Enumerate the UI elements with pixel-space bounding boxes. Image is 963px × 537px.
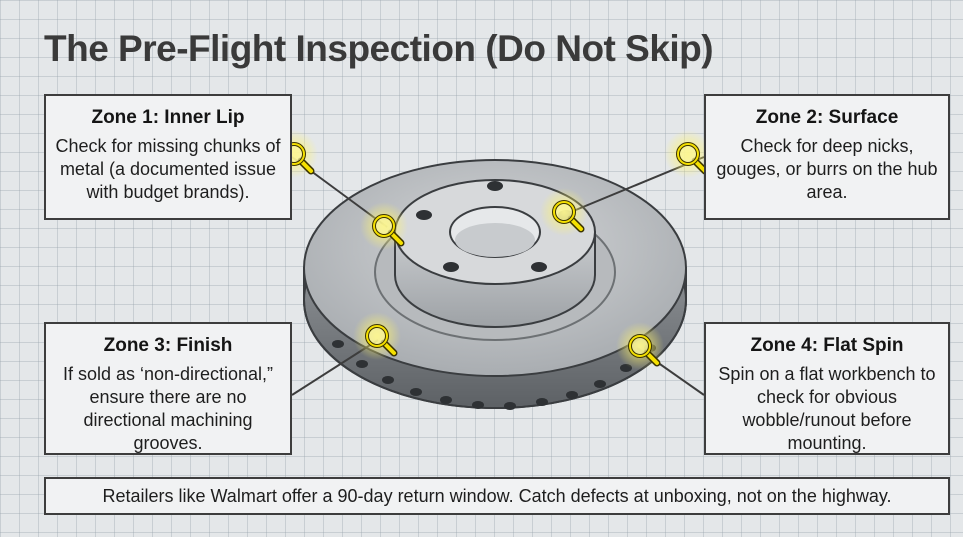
magnifier-icon bbox=[353, 312, 401, 360]
magnifier-icon bbox=[540, 188, 588, 236]
page-title: The Pre-Flight Inspection (Do Not Skip) bbox=[44, 28, 714, 69]
zone-heading: Zone 3: Finish bbox=[103, 335, 233, 356]
zone-3-callout: Zone 3: Finish If sold as ‘non-direction… bbox=[44, 322, 292, 455]
zone-2-callout: Zone 2: Surface Check for deep nicks, go… bbox=[704, 94, 950, 220]
zone-body: If sold as ‘non-directional,” ensure the… bbox=[62, 364, 274, 453]
rotor-body bbox=[303, 159, 687, 410]
zone-heading: Zone 4: Flat Spin bbox=[750, 335, 904, 356]
zone-body: Check for deep nicks, gouges, or burrs o… bbox=[716, 136, 938, 202]
zone-heading: Zone 2: Surface bbox=[755, 107, 899, 128]
zone-body: Spin on a flat workbench to check for ob… bbox=[718, 364, 936, 453]
zone-heading: Zone 1: Inner Lip bbox=[91, 107, 245, 128]
zone-4-callout: Zone 4: Flat Spin Spin on a flat workben… bbox=[704, 322, 950, 455]
footer-note: Retailers like Walmart offer a 90-day re… bbox=[44, 477, 950, 515]
magnifier-icon bbox=[360, 202, 408, 250]
magnifier-icon bbox=[616, 322, 664, 370]
zone-body: Check for missing chunks of metal (a doc… bbox=[55, 136, 281, 202]
zone-1-callout: Zone 1: Inner Lip Check for missing chun… bbox=[44, 94, 292, 220]
